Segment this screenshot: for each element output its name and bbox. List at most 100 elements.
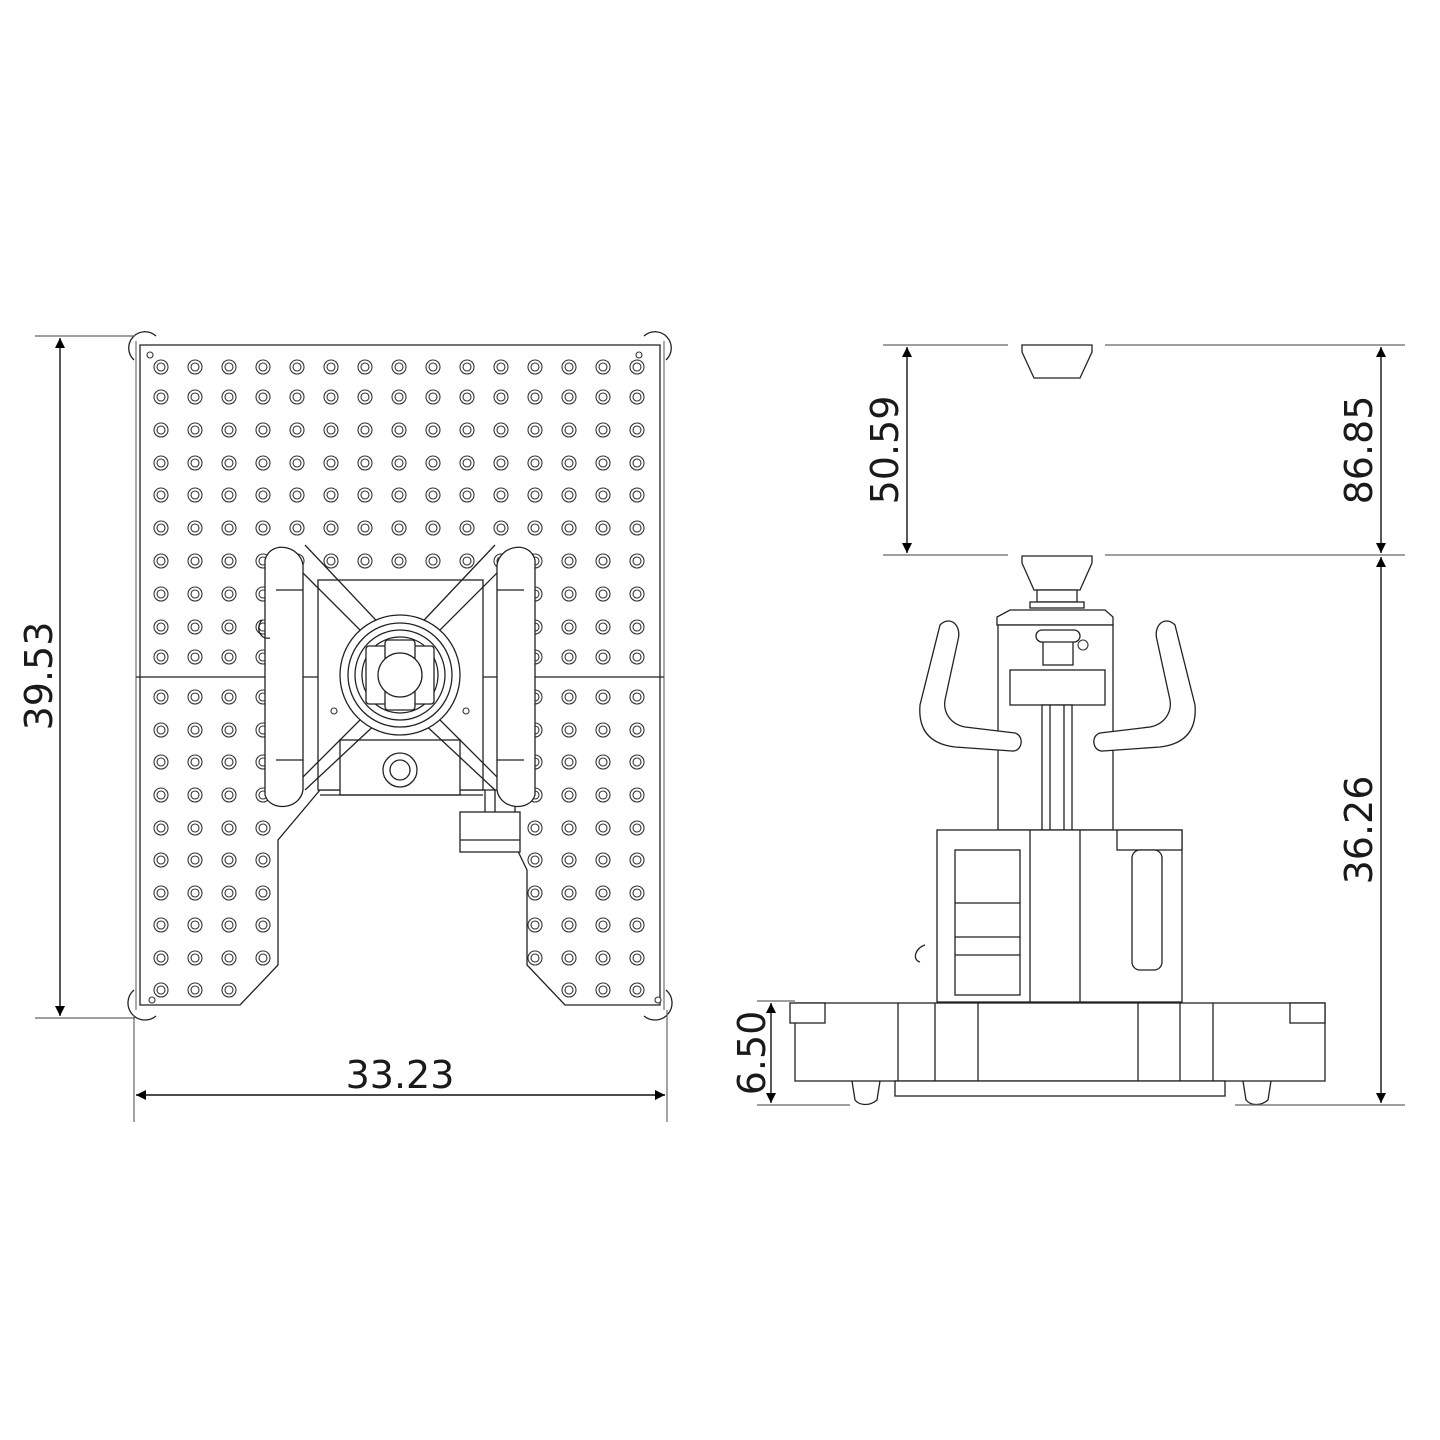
mounting-hole (629, 619, 645, 635)
center-mount (258, 544, 536, 853)
width-dimension: 33.23 (133, 1010, 668, 1122)
mounting-hole (153, 487, 169, 503)
mounting-hole (357, 455, 373, 471)
mounting-hole (255, 950, 271, 966)
mounting-hole (391, 455, 407, 471)
mounting-hole (187, 455, 203, 471)
mounting-hole (187, 885, 203, 901)
mounting-hole (153, 422, 169, 438)
mounting-hole (391, 359, 407, 375)
mounting-hole (493, 520, 509, 536)
mounting-hole (561, 487, 577, 503)
mounting-hole (595, 520, 611, 536)
mounting-hole (459, 389, 475, 405)
mounting-hole (629, 422, 645, 438)
mounting-hole (595, 487, 611, 503)
mounting-hole (153, 455, 169, 471)
mounting-hole (255, 820, 271, 836)
mounting-hole (255, 359, 271, 375)
column-label: 36.26 (1337, 776, 1381, 885)
mounting-hole (527, 520, 543, 536)
mounting-hole (187, 586, 203, 602)
mounting-hole (493, 389, 509, 405)
mounting-hole (595, 422, 611, 438)
left-handle-front (919, 620, 1022, 752)
mounting-hole (255, 389, 271, 405)
left-caster (851, 1080, 881, 1106)
mounting-hole (153, 619, 169, 635)
mounting-hole (527, 950, 543, 966)
base-dimension: 6.50 (730, 1000, 850, 1106)
stroke-label: 50.59 (863, 396, 907, 505)
mounting-hole (221, 689, 237, 705)
mounting-hole (153, 586, 169, 602)
mounting-hole (561, 852, 577, 868)
mounting-hole (323, 455, 339, 471)
mounting-hole (493, 359, 509, 375)
mounting-hole (629, 455, 645, 471)
mounting-hole (357, 422, 373, 438)
mounting-hole (629, 754, 645, 770)
mounting-hole (187, 649, 203, 665)
mounting-hole (357, 520, 373, 536)
mounting-hole (153, 722, 169, 738)
mounting-hole (527, 852, 543, 868)
mounting-hole (629, 553, 645, 569)
mounting-hole (153, 982, 169, 998)
mounting-hole (187, 553, 203, 569)
mounting-hole (153, 359, 169, 375)
mounting-hole (221, 950, 237, 966)
base-label: 6.50 (730, 1011, 774, 1096)
mounting-hole (595, 455, 611, 471)
mounting-hole (323, 520, 339, 536)
mounting-hole (629, 689, 645, 705)
mounting-hole (527, 917, 543, 933)
mounting-hole (425, 520, 441, 536)
mounting-hole (323, 359, 339, 375)
mounting-hole (289, 520, 305, 536)
mounting-hole (459, 359, 475, 375)
mounting-hole (357, 389, 373, 405)
mounting-hole (459, 487, 475, 503)
mounting-hole (357, 487, 373, 503)
mounting-hole (595, 389, 611, 405)
mounting-hole (187, 950, 203, 966)
mounting-hole (289, 389, 305, 405)
mounting-hole (629, 917, 645, 933)
mounting-hole (255, 852, 271, 868)
mounting-hole (595, 917, 611, 933)
mounting-hole (221, 422, 237, 438)
mounting-hole (221, 722, 237, 738)
mounting-hole (527, 455, 543, 471)
mounting-hole (561, 950, 577, 966)
mounting-hole (425, 455, 441, 471)
column-dimension: 36.26 (1235, 557, 1405, 1106)
mounting-hole (561, 722, 577, 738)
mounting-hole (459, 422, 475, 438)
mounting-hole (425, 487, 441, 503)
mounting-hole (595, 885, 611, 901)
mounting-hole (221, 852, 237, 868)
mounting-hole (289, 455, 305, 471)
total-label: 86.85 (1337, 396, 1381, 505)
mounting-hole (595, 982, 611, 998)
mounting-hole (391, 389, 407, 405)
mounting-hole (425, 389, 441, 405)
mounting-hole (323, 487, 339, 503)
mounting-hole (255, 487, 271, 503)
mounting-hole (187, 359, 203, 375)
mounting-hole (187, 852, 203, 868)
mounting-hole (221, 359, 237, 375)
right-handle (496, 546, 536, 808)
width-label: 33.23 (346, 1053, 455, 1097)
mounting-hole (153, 754, 169, 770)
mounting-hole (493, 422, 509, 438)
mounting-hole (153, 917, 169, 933)
mounting-hole (391, 422, 407, 438)
mounting-hole (289, 422, 305, 438)
mounting-hole (187, 520, 203, 536)
mounting-hole (357, 359, 373, 375)
mounting-hole (323, 553, 339, 569)
mounting-hole (629, 722, 645, 738)
